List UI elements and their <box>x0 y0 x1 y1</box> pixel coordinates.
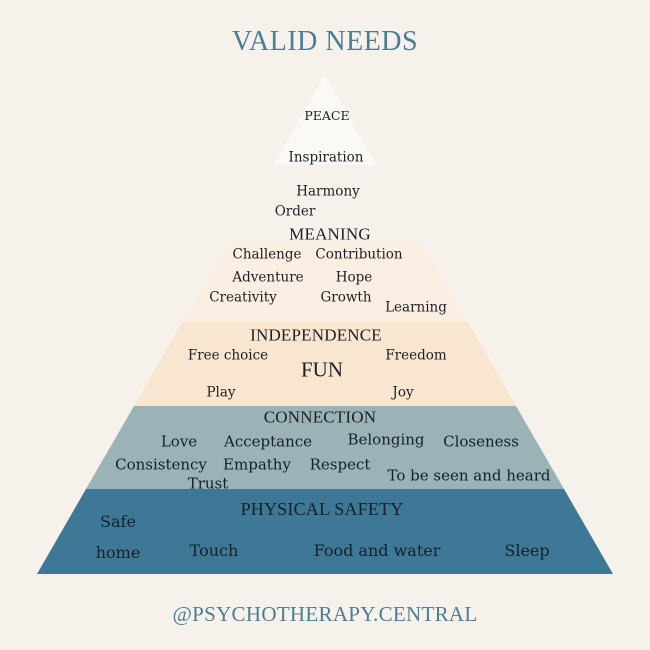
band-meaning <box>182 242 468 322</box>
need-item: Touch <box>189 541 239 560</box>
need-item: Closeness <box>443 432 519 451</box>
need-item: Hope <box>335 269 373 286</box>
footer-handle: @PSYCHOTHERAPY.CENTRAL <box>172 602 478 626</box>
need-item: Food and water <box>313 541 441 560</box>
level-heading-independence: INDEPENDENCE <box>250 325 382 345</box>
need-item: Adventure <box>232 269 304 286</box>
band-connection <box>86 406 564 489</box>
band-peace <box>274 75 376 165</box>
need-item: Contribution <box>315 246 403 263</box>
band-physical-safety <box>37 489 613 574</box>
need-item: Order <box>274 203 316 220</box>
level-heading-connection: CONNECTION <box>263 407 377 427</box>
level-heading-fun: FUN <box>300 357 344 382</box>
band-independence <box>134 322 516 406</box>
need-item: Growth <box>320 289 372 306</box>
level-heading-peace: PEACE <box>304 107 350 123</box>
need-item: Acceptance <box>223 432 313 451</box>
need-item: Challenge <box>232 246 302 263</box>
need-item: Joy <box>392 384 414 401</box>
level-heading-physical-safety: PHYSICAL SAFETY <box>240 499 404 519</box>
need-item: home <box>95 543 141 562</box>
need-item: Safe <box>100 512 136 531</box>
need-item: Love <box>160 432 198 451</box>
need-item: Free choice <box>187 347 269 364</box>
level-heading-meaning: MEANING <box>289 224 371 244</box>
need-item: Creativity <box>209 289 277 306</box>
need-item: Consistency <box>115 455 207 474</box>
need-item: Freedom <box>385 347 447 364</box>
need-item: Learning <box>385 299 447 316</box>
need-item: Sleep <box>504 541 550 560</box>
need-item: Empathy <box>223 455 291 474</box>
need-item: Belonging <box>347 430 425 449</box>
need-item: Trust <box>187 474 229 493</box>
need-item: Harmony <box>296 183 360 200</box>
need-item: Play <box>206 384 236 401</box>
need-item: Inspiration <box>288 149 364 166</box>
need-item: To be seen and heard <box>387 466 551 485</box>
diagram-title: VALID NEEDS <box>231 26 419 57</box>
need-item: Respect <box>309 455 371 474</box>
